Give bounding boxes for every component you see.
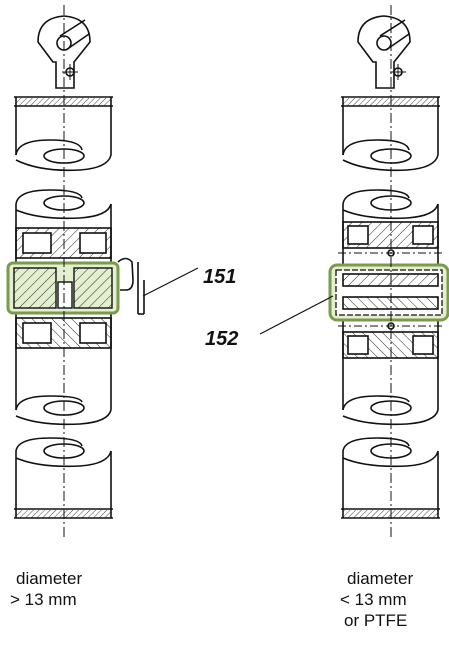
assembly-left [6, 5, 145, 540]
middle-tube-left [6, 189, 145, 426]
caption-right-line-2: < 13 mm [340, 590, 407, 609]
hanger-bracket-right [357, 15, 411, 89]
middle-tube-right [328, 189, 449, 426]
callout-151: 151 [203, 266, 237, 288]
assembly-right [328, 5, 449, 540]
leader-line-151 [142, 267, 199, 297]
caption-right-line-3: or PTFE [344, 611, 408, 630]
caption-right: diameter < 13 mm or PTFE [340, 568, 413, 631]
caption-left: diameter > 13 mm [10, 568, 82, 610]
caption-left-line-1: diameter [16, 569, 83, 588]
callout-152: 152 [205, 328, 239, 350]
leader-line-152 [259, 295, 334, 335]
caption-right-line-1: diameter [347, 569, 414, 588]
caption-left-line-2: > 13 mm [10, 590, 77, 609]
